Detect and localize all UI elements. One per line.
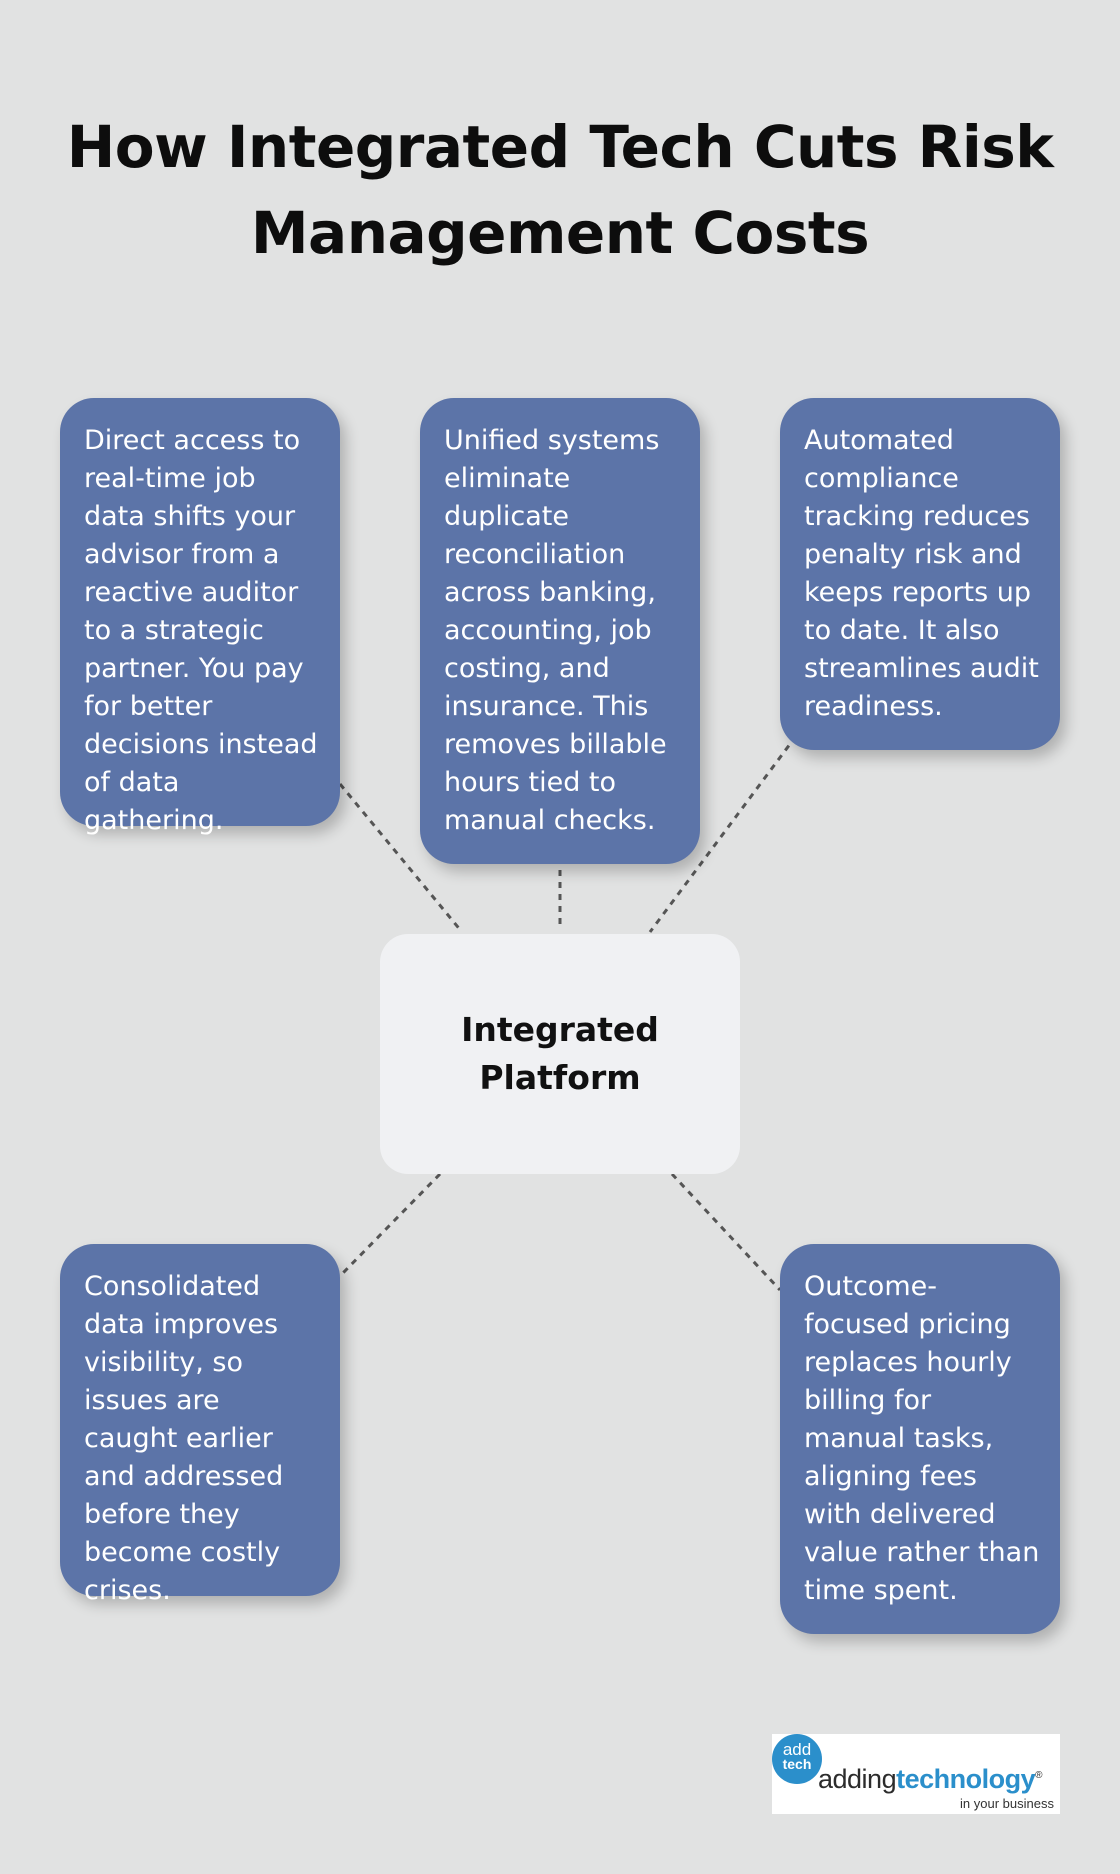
logo-word-plain: adding	[818, 1764, 897, 1794]
logo-wordmark: addingtechnology®	[818, 1764, 1042, 1795]
card-automated-compliance: Automated compliance tracking reduces pe…	[780, 398, 1060, 750]
connector-bottom-left	[338, 1172, 442, 1278]
card-text: Automated compliance tracking reduces pe…	[804, 425, 1039, 722]
card-text: Consolidated data improves visibility, s…	[84, 1271, 284, 1606]
card-text: Outcome-focused pricing replaces hourly …	[804, 1271, 1040, 1606]
card-text: Unified systems eliminate duplicate reco…	[444, 425, 667, 836]
logo-trademark: ®	[1035, 1770, 1042, 1781]
center-node: Integrated Platform	[380, 934, 740, 1174]
card-consolidated-data: Consolidated data improves visibility, s…	[60, 1244, 340, 1606]
card-real-time-data: Direct access to real-time job data shif…	[60, 398, 340, 836]
page-title: How Integrated Tech Cuts Risk Management…	[66, 113, 1054, 267]
company-logo: add tech addingtechnology® in your busin…	[772, 1734, 1060, 1814]
logo-badge-icon: add tech	[772, 1734, 822, 1784]
center-node-label: Integrated Platform	[461, 1010, 659, 1097]
logo-tagline: in your business	[960, 1796, 1054, 1811]
card-unified-systems: Unified systems eliminate duplicate reco…	[420, 398, 700, 864]
logo-badge-top: add	[782, 1740, 812, 1759]
card-text: Direct access to real-time job data shif…	[84, 425, 318, 836]
connector-bottom-right	[670, 1172, 782, 1292]
logo-badge-bottom: tech	[782, 1756, 812, 1772]
card-outcome-pricing: Outcome-focused pricing replaces hourly …	[780, 1244, 1060, 1634]
connector-top-right	[648, 735, 798, 933]
connector-top-left	[338, 783, 464, 933]
logo-word-accent: technology	[896, 1764, 1036, 1794]
